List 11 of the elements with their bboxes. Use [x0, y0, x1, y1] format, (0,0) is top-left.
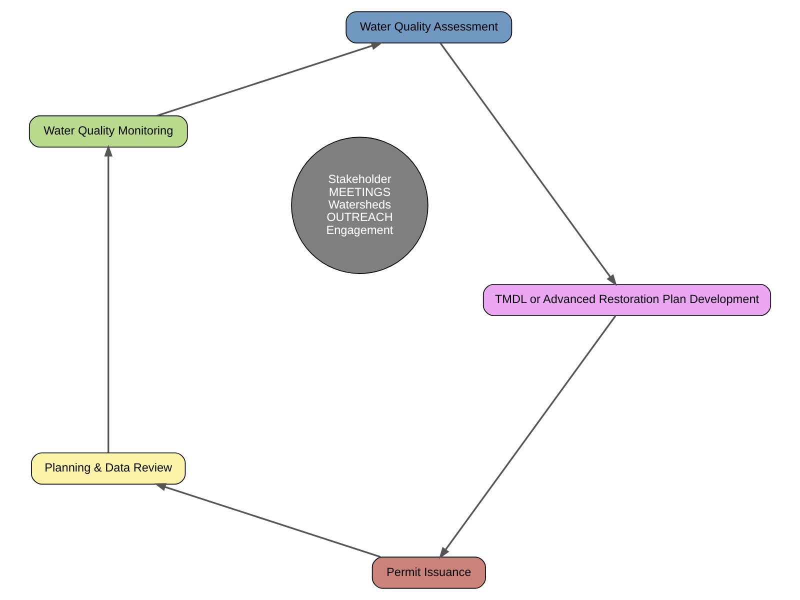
arrow	[438, 315, 616, 559]
node-box: TMDL or Advanced Restoration Plan Development	[482, 284, 772, 316]
node-box: Water Quality Assessment	[346, 11, 512, 44]
node-circle: Stakeholder MEETINGS Watersheds OUTREACH Engagement	[291, 136, 428, 274]
arrow	[154, 483, 381, 558]
arrow	[156, 42, 384, 117]
node-box: Permit Issuance	[372, 556, 486, 589]
arrow	[440, 42, 617, 286]
node-box: Planning & Data Review	[31, 452, 186, 485]
node-box: Water Quality Monitoring	[28, 115, 188, 148]
arrow	[104, 144, 113, 453]
